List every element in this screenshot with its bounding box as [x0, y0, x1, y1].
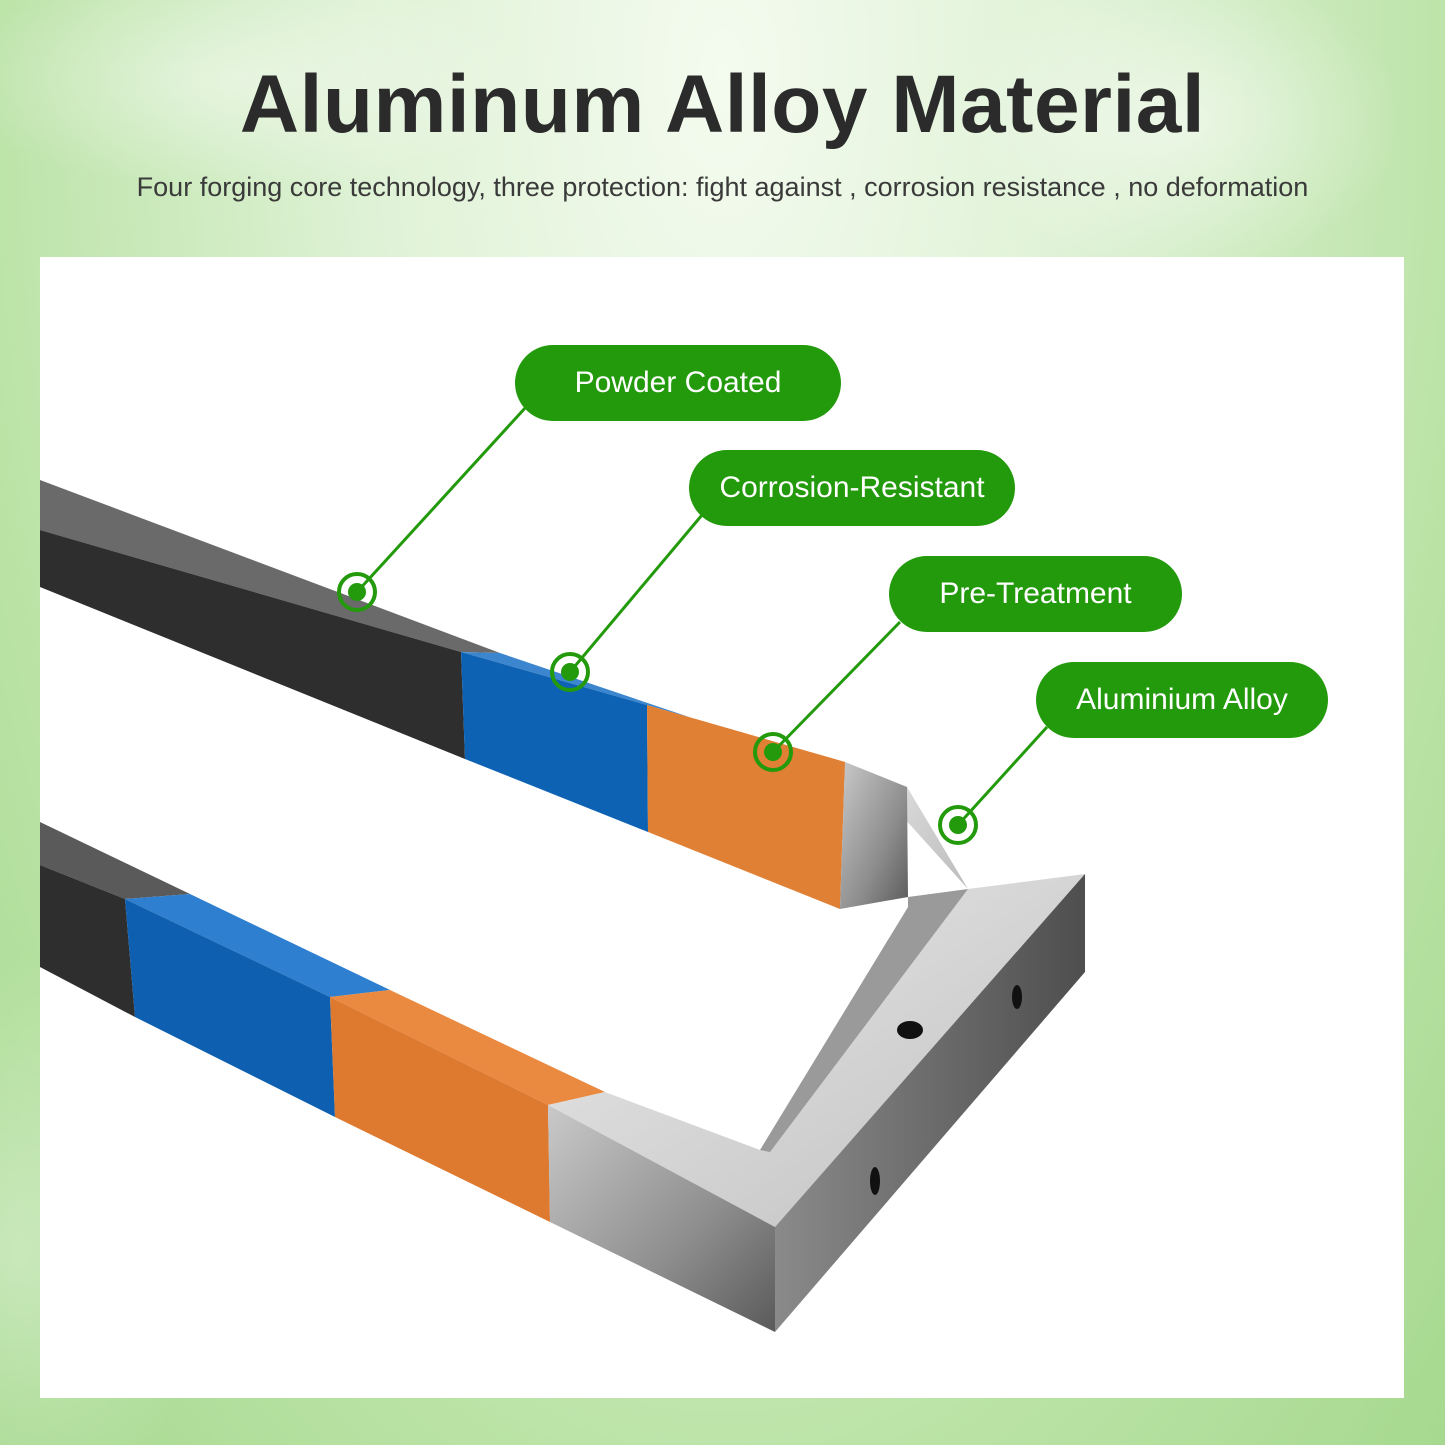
bracket-top-face — [548, 874, 1085, 1227]
page-title: Aluminum Alloy Material — [239, 59, 1206, 150]
lower-arm — [40, 822, 605, 1222]
bracket-inner-face — [760, 889, 968, 1152]
lower-orange-top — [330, 990, 605, 1105]
upper-blue-front — [461, 652, 648, 832]
lower-orange-front — [330, 997, 550, 1222]
bracket-front-face — [548, 1105, 775, 1332]
screw-hole-side-1 — [1012, 985, 1022, 1009]
lower-blue-front — [125, 899, 335, 1117]
marker-powder-coated — [337, 572, 377, 612]
bracket-side-face — [775, 874, 1085, 1332]
metal-end-bracket — [548, 874, 1085, 1332]
upper-black-front — [40, 530, 465, 759]
marker-pre-treatment — [753, 732, 793, 772]
upper-orange-front — [647, 705, 845, 909]
upper-black-top — [40, 480, 500, 653]
lower-black-top — [40, 822, 190, 899]
lower-black-front — [40, 865, 135, 1017]
upper-arm — [40, 480, 968, 909]
callout-pre-treatment: Pre-Treatment — [889, 556, 1182, 632]
marker-corrosion-resistant — [550, 652, 590, 692]
callout-markers — [337, 572, 978, 845]
marker-aluminium-alloy — [938, 805, 978, 845]
screw-hole-top — [897, 1021, 923, 1039]
callout-leaders — [355, 405, 1049, 827]
screw-hole-side-2 — [870, 1167, 880, 1195]
lower-blue-top — [125, 894, 390, 997]
callout-corrosion-resistant: Corrosion-Resistant — [689, 450, 1015, 526]
callout-aluminium-alloy: Aluminium Alloy — [1036, 662, 1328, 738]
towel-bar-illustration — [40, 405, 1085, 1332]
callout-powder-coated: Powder Coated — [515, 345, 841, 421]
product-illustration-panel: Powder Coated Corrosion-Resistant Pre-Tr… — [40, 257, 1404, 1398]
page-subtitle: Four forging core technology, three prot… — [136, 172, 1309, 202]
upper-metal-front — [840, 762, 908, 909]
